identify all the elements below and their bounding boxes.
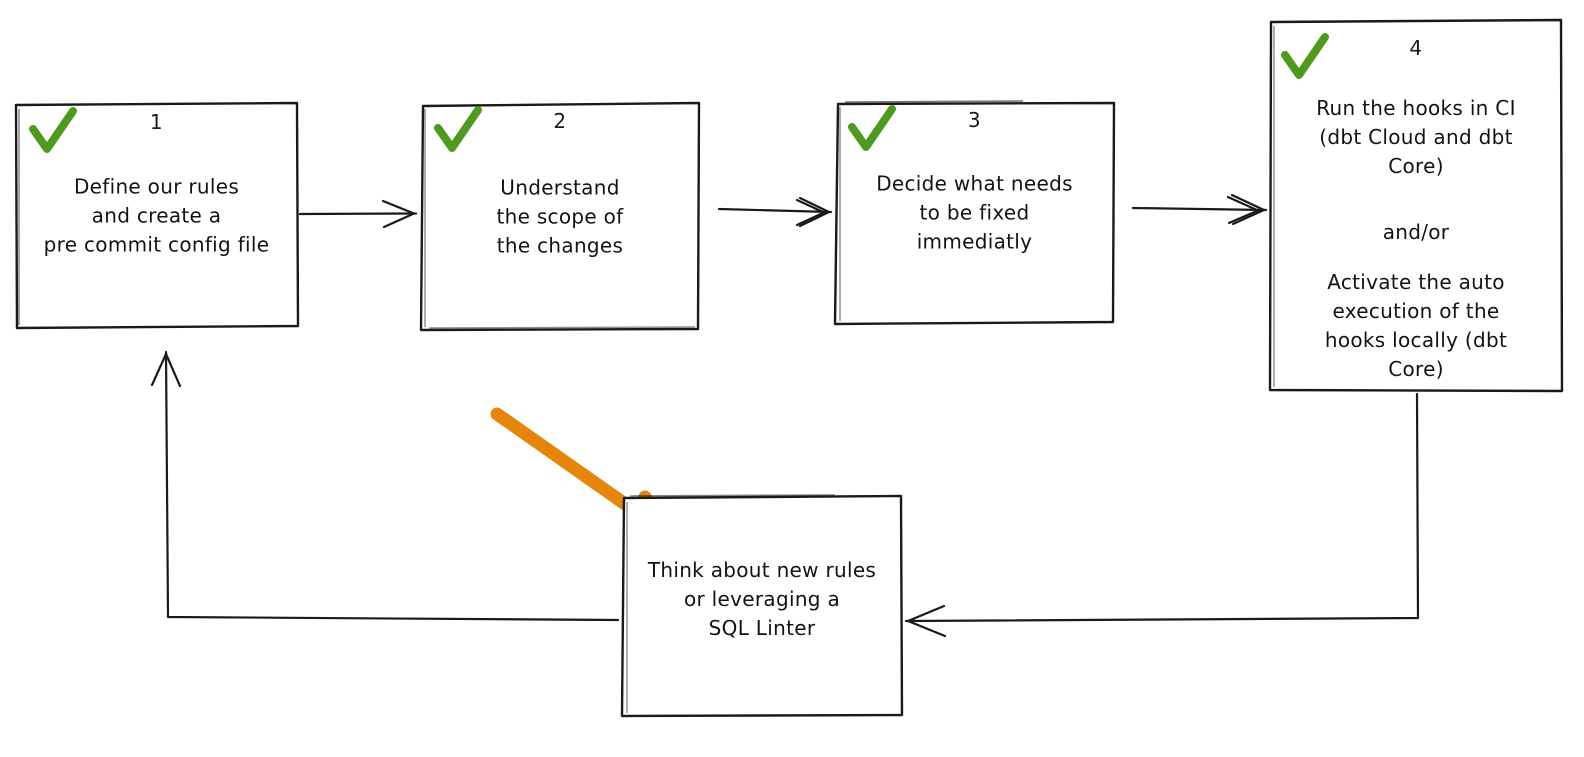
connector-loopbox-step1: [150, 350, 620, 622]
node-1-label: Define our rules and create a pre commit…: [43, 174, 270, 256]
check-mark-icon: [434, 106, 482, 152]
connector-step4-loopbox: [904, 392, 1420, 638]
node-2-label: Understand the scope of the changes: [496, 175, 624, 257]
node-step-3[interactable]: 3 Decide what needs to be fixed immediat…: [833, 100, 1116, 326]
node-4-label-secondary: Activate the auto execution of the hooks…: [1324, 270, 1508, 381]
node-4-label-connector: and/or: [1382, 220, 1450, 244]
node-3-number: 3: [967, 108, 982, 132]
node-step-4[interactable]: 4 Run the hooks in CI (dbt Cloud and dbt…: [1268, 18, 1564, 394]
node-step-loop[interactable]: Think about new rules or leveraging a SQ…: [620, 494, 904, 718]
node-4-number: 4: [1409, 36, 1423, 60]
check-mark-icon: [848, 105, 896, 151]
node-loop-border: [620, 494, 904, 718]
node-step-2[interactable]: 2 Understand the scope of the changes: [419, 101, 701, 332]
node-4-border: [1268, 18, 1564, 393]
node-4-label-primary: Run the hooks in CI (dbt Cloud and dbt C…: [1316, 96, 1516, 178]
node-3-border: [833, 100, 1116, 326]
node-1-border: [14, 101, 300, 330]
check-mark-icon: [29, 107, 77, 153]
node-loop-label: Think about new rules or leveraging a SQ…: [647, 558, 877, 640]
node-3-label: Decide what needs to be fixed immediatly: [876, 171, 1073, 254]
node-2-border: [419, 101, 701, 332]
connector-step1-step2: [298, 199, 418, 229]
check-mark-icon: [1281, 33, 1329, 79]
node-step-1[interactable]: 1 Define our rules and create a pre comm…: [14, 101, 300, 330]
connector-step3-step4: [1131, 193, 1268, 226]
node-2-number: 2: [553, 109, 567, 133]
node-1-number: 1: [149, 110, 164, 134]
connector-step2-step3: [717, 196, 833, 228]
